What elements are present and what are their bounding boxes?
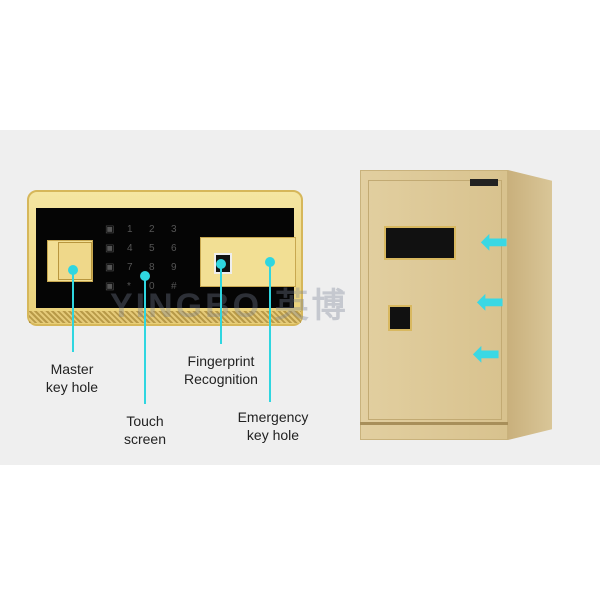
callout-line (144, 276, 146, 404)
watermark: YINGBO 英博 ® (110, 287, 390, 325)
arrow-icon: ⬅ (476, 283, 505, 321)
safe-base (360, 422, 508, 425)
callout-line (269, 262, 271, 402)
keypad-key: 7 (127, 262, 133, 273)
keypad-key: ▣ (105, 281, 115, 292)
keypad-key: # (171, 281, 177, 292)
safe-lock-panel (384, 226, 456, 260)
keypad-key: 1 (127, 224, 133, 235)
keypad-key: 4 (127, 243, 133, 254)
safe-front (360, 170, 508, 440)
keypad-key: ▣ (105, 262, 115, 273)
keypad-key: ▣ (105, 243, 115, 254)
keypad-key: 6 (171, 243, 177, 254)
panel-trim (29, 311, 301, 323)
keypad-key: 8 (149, 262, 155, 273)
keypad-key: 9 (171, 262, 177, 273)
callout-line (72, 270, 74, 352)
safe-door (368, 180, 502, 420)
arrow-icon: ⬅ (472, 335, 501, 373)
keypad-key: * (127, 281, 131, 292)
callout-line (220, 264, 222, 344)
keypad: ▣ 1 2 3 ▣ 4 5 6 ▣ 7 8 9 ▣ * 0 # (105, 224, 193, 292)
safe-side (508, 170, 552, 440)
brand-badge (470, 179, 498, 186)
keypad-key: 2 (149, 224, 155, 235)
keypad-key: ▣ (105, 224, 115, 235)
keypad-key: 0 (149, 281, 155, 292)
arrow-icon: ⬅ (480, 223, 509, 261)
safe-handle (388, 305, 412, 331)
keypad-key: 5 (149, 243, 155, 254)
keypad-key: 3 (171, 224, 177, 235)
